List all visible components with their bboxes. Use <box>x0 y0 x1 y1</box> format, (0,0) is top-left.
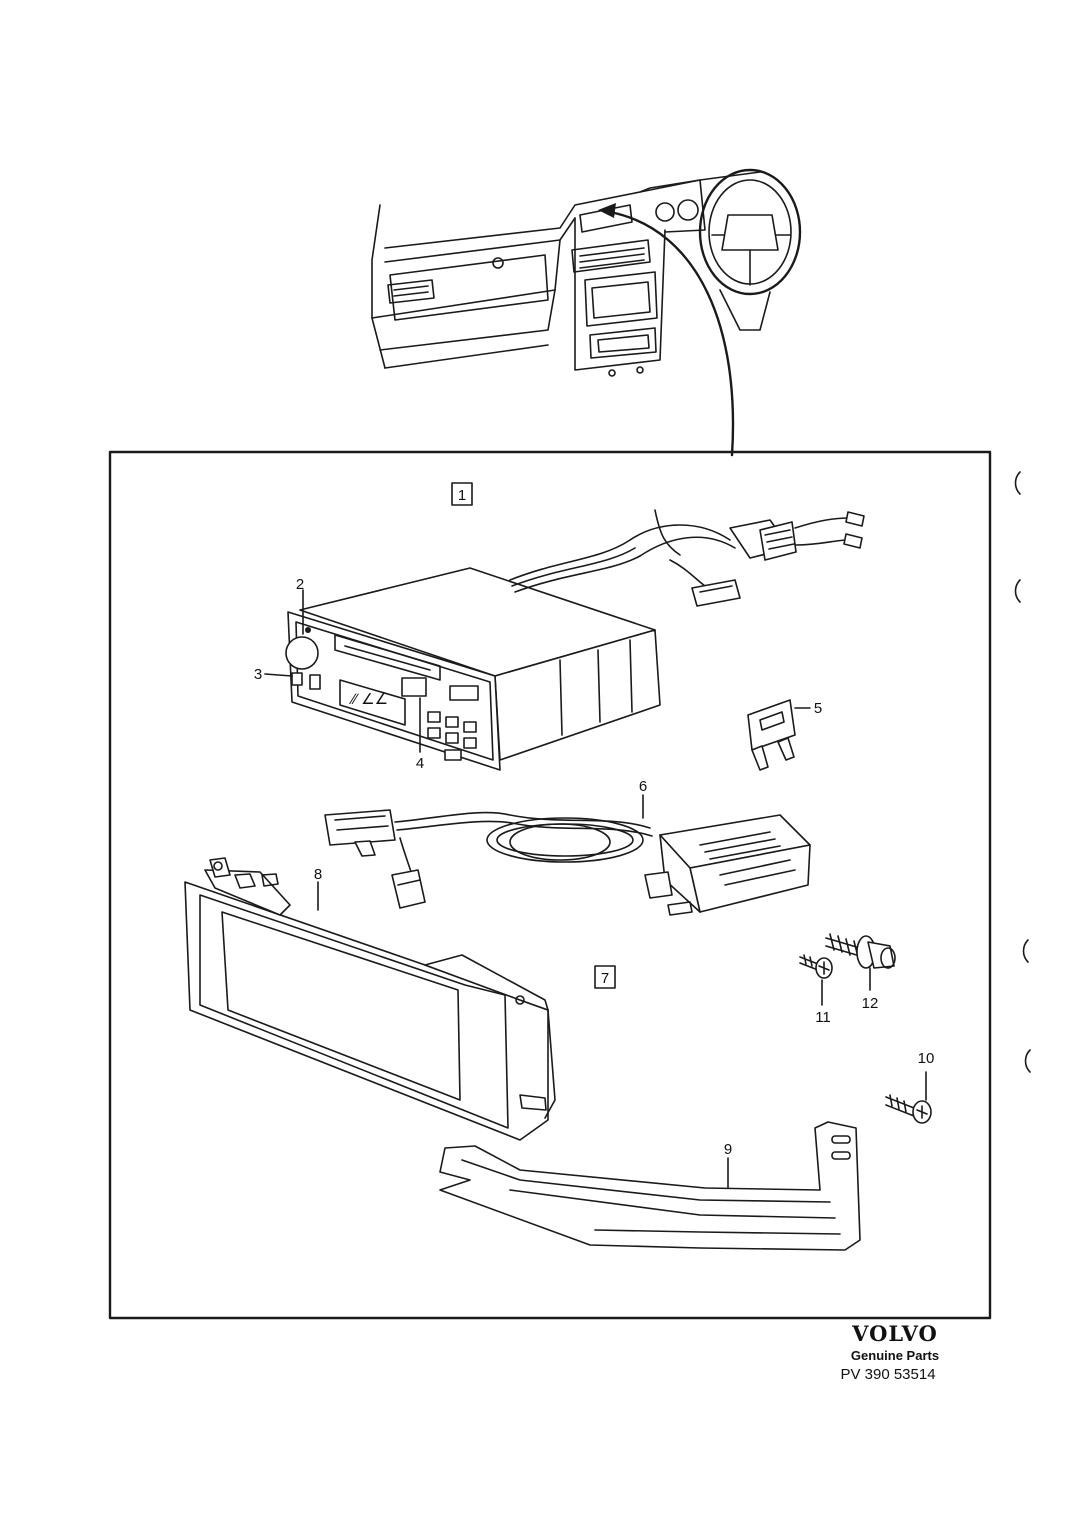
kit-label-box <box>451 482 473 506</box>
callout-6: 6 <box>639 778 647 795</box>
document-reference: PV 390 53514 <box>840 1366 935 1383</box>
adapter-harness <box>324 809 811 916</box>
screw-small <box>799 954 833 979</box>
radio-cassette-unit: ∕∕ ∠∠ <box>285 509 865 771</box>
callout-2: 2 <box>296 576 304 593</box>
frame-kit-label-box <box>594 965 616 989</box>
support-bracket <box>439 1121 861 1251</box>
fuse <box>747 699 796 771</box>
punch-mark <box>1024 1049 1031 1073</box>
callout-11: 11 <box>815 1009 831 1026</box>
callout-1: 1 <box>458 487 466 504</box>
dashboard-illustration <box>371 168 802 457</box>
kit-boundary-box <box>108 450 992 1320</box>
callout-10: 10 <box>918 1050 935 1067</box>
callout-9: 9 <box>724 1141 732 1158</box>
callout-5: 5 <box>814 700 822 717</box>
screw-bracket <box>885 1094 932 1124</box>
bolt-with-washer <box>825 933 896 969</box>
punch-mark <box>1022 939 1029 963</box>
svg-text:∕∕ ∠∠: ∕∕ ∠∠ <box>348 691 388 708</box>
callout-8: 8 <box>314 866 322 883</box>
mounting-frame <box>184 857 556 1141</box>
punch-mark <box>1014 579 1021 603</box>
volvo-logo-text: VOLVO <box>851 1321 938 1346</box>
callout-12: 12 <box>862 995 879 1012</box>
genuine-parts-label: Genuine Parts <box>851 1348 939 1363</box>
punch-mark <box>1014 471 1021 495</box>
callout-4: 4 <box>416 755 424 772</box>
callout-3: 3 <box>254 666 262 683</box>
callout-7: 7 <box>601 970 609 987</box>
